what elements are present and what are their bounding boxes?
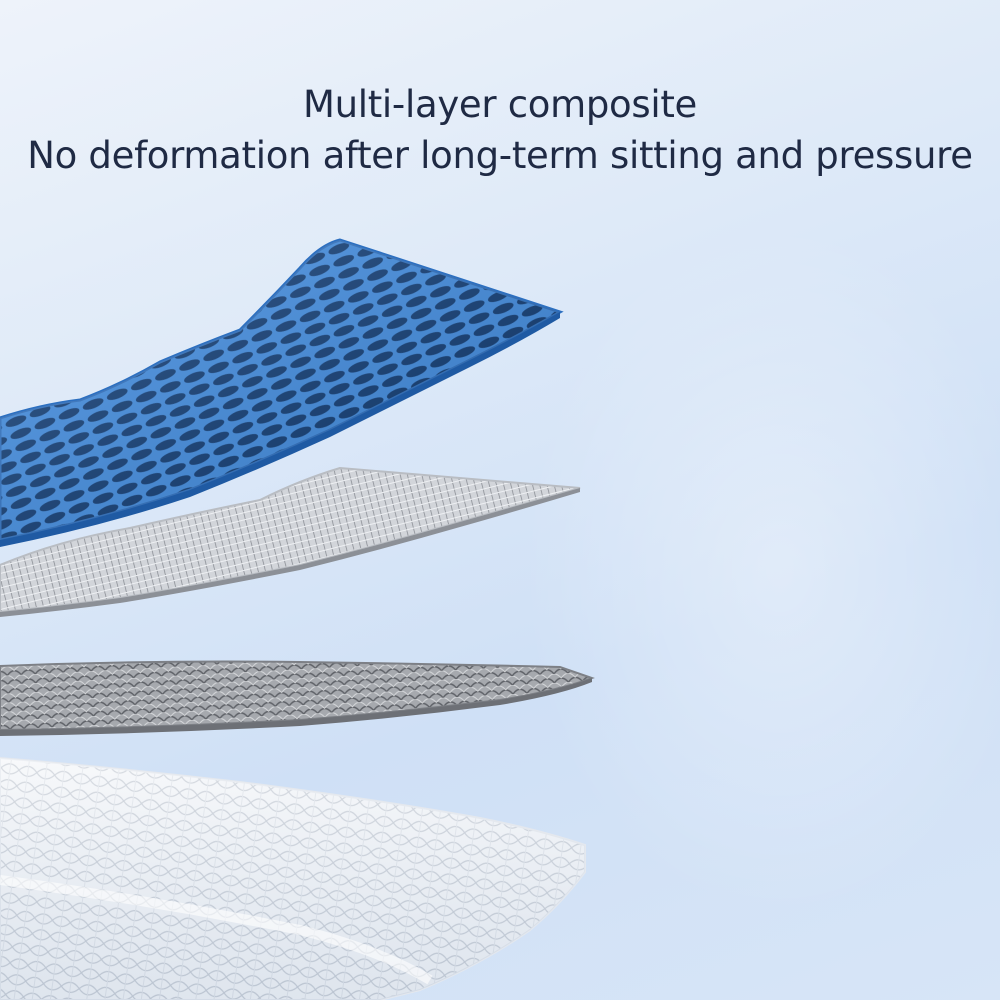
headline-title: Multi-layer composite [302, 83, 698, 126]
headline-subtitle: No deformation after long-term sitting a… [27, 134, 973, 177]
white-honeycomb-layer [0, 756, 586, 1000]
silver-mesh-layer [0, 466, 581, 617]
blue-gel-layer [0, 238, 564, 547]
background-glow [520, 220, 1000, 920]
gray-textured-layer [0, 660, 595, 736]
